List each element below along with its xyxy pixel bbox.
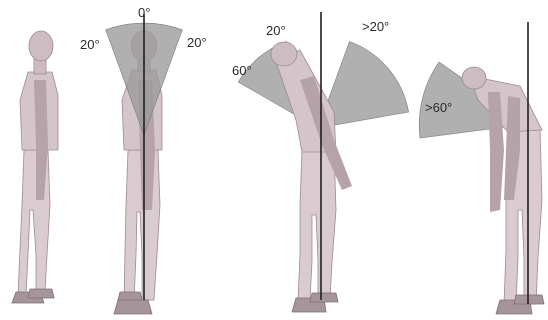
shoe [118,292,142,300]
head [462,67,486,89]
figure-slight: 0° 20° 20° [80,5,207,314]
head [271,42,297,66]
angle-label: 60° [232,63,252,78]
angle-label: 20° [80,37,100,52]
figure-neutral [12,31,58,303]
angle-label: 0° [138,5,150,20]
head [29,31,53,61]
shoe [310,293,338,302]
shoe [114,300,152,314]
angle-label: 20° [266,23,286,38]
angle-label: >60° [425,100,452,115]
figure-severe: >60° [419,22,544,314]
shoe [514,295,544,304]
angle-label: >20° [362,19,389,34]
angle-label: 20° [187,35,207,50]
legs [298,148,336,300]
figure-moderate: 20° 60° >20° [232,12,409,312]
shoe [28,289,54,298]
